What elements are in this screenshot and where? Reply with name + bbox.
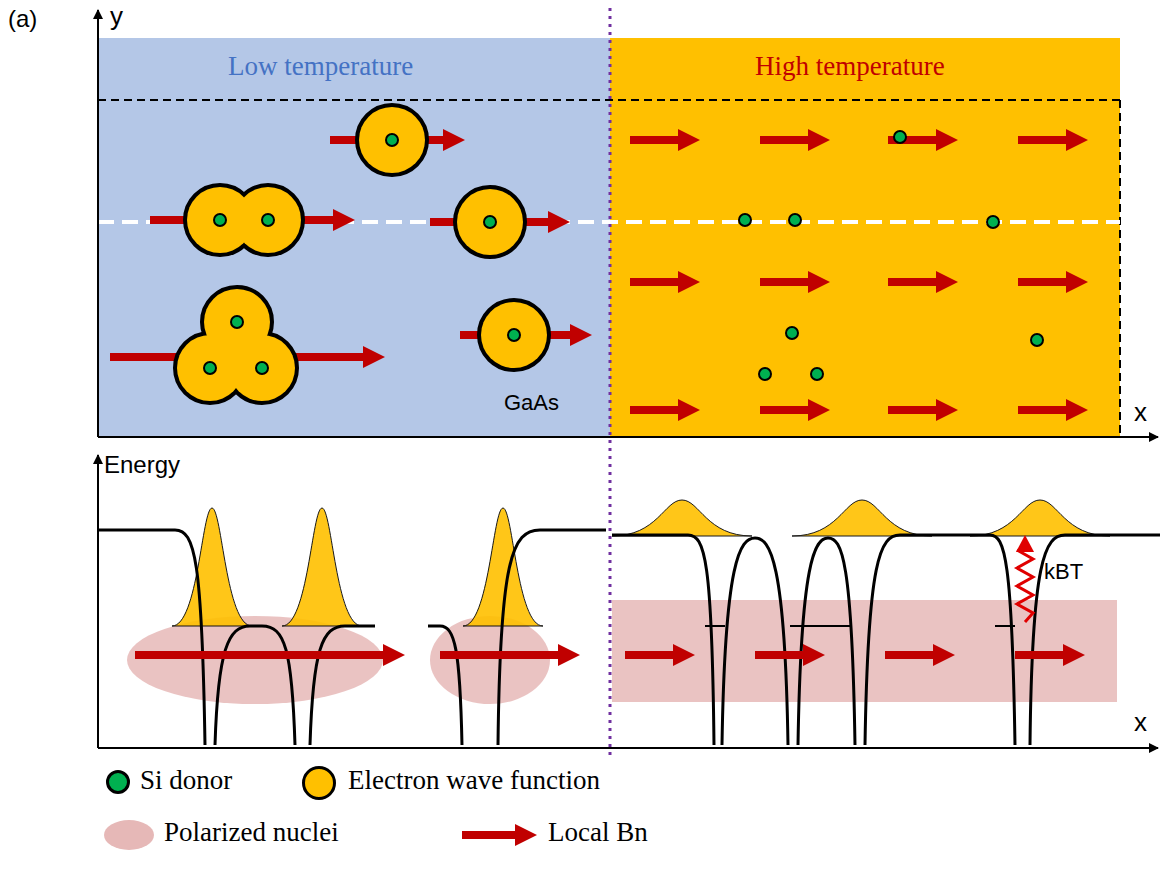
potential <box>498 530 606 745</box>
field-arrow <box>888 271 958 293</box>
wave-function <box>792 500 932 536</box>
si-donor <box>811 368 823 380</box>
boundary <box>98 99 1120 101</box>
si-donor <box>759 368 771 380</box>
wave-function <box>480 301 548 369</box>
field-arrow <box>462 824 537 846</box>
si-donor <box>508 329 520 341</box>
potential <box>798 538 855 745</box>
potential <box>612 535 714 745</box>
field-arrow <box>630 129 700 151</box>
polarized-nuclei <box>612 600 1117 702</box>
axis-label: x <box>1134 398 1147 427</box>
field-arrow <box>135 644 405 666</box>
legend-text: Local Bn <box>548 818 648 848</box>
si-donor <box>987 216 999 228</box>
si-donor <box>786 327 798 339</box>
high-temp-region: High temperature <box>610 38 1120 437</box>
panel-label: (a) <box>8 6 37 32</box>
bound-level <box>995 625 1015 627</box>
si-donor <box>789 214 801 226</box>
wave-function <box>172 508 252 626</box>
field-arrow <box>625 644 695 666</box>
wave-function <box>612 500 752 536</box>
thermal-arrow <box>1017 550 1033 622</box>
potential <box>428 626 462 745</box>
wave-function <box>456 188 524 256</box>
si-donor <box>256 362 268 374</box>
legend-text: Polarized nuclei <box>164 818 339 848</box>
si-donor <box>204 362 216 374</box>
potential <box>1030 535 1160 745</box>
potential <box>722 538 788 745</box>
field-arrow <box>885 644 955 666</box>
potential <box>98 530 205 745</box>
field-arrow <box>630 399 700 421</box>
legend-text: Electron wave function <box>348 766 600 796</box>
si-donor <box>231 316 243 328</box>
wave-function <box>176 288 296 402</box>
si-donor <box>214 214 226 226</box>
axis-label: Energy <box>104 452 180 478</box>
axis-label: y <box>110 2 123 31</box>
legend-swatch <box>302 766 336 800</box>
polarized-nuclei <box>127 616 383 704</box>
field-arrow <box>1018 399 1088 421</box>
field-arrow <box>760 271 830 293</box>
region-title: Low temperature <box>228 52 413 82</box>
wave-function <box>186 186 302 254</box>
potential <box>215 626 295 745</box>
potential <box>865 535 1015 745</box>
si-donor <box>386 134 398 146</box>
si-donor <box>1031 334 1043 346</box>
thermal-energy: kBT <box>1044 560 1083 584</box>
field-arrow <box>1018 271 1088 293</box>
field-arrow <box>888 399 958 421</box>
field-arrow <box>888 129 958 151</box>
legend-swatch <box>106 770 130 794</box>
bound-level <box>705 625 725 627</box>
si-donor <box>739 214 751 226</box>
material-label: GaAs <box>504 391 559 415</box>
region-title: High temperature <box>755 52 945 82</box>
field-arrow <box>760 399 830 421</box>
si-donor <box>894 131 906 143</box>
wave-function <box>970 500 1110 536</box>
field-arrow <box>1018 129 1088 151</box>
field-arrow <box>760 129 830 151</box>
thermal-arrow <box>1016 535 1034 552</box>
bound-level <box>790 625 852 627</box>
boundary <box>1119 100 1121 437</box>
axis-label: x <box>1134 708 1147 737</box>
potential <box>310 626 375 745</box>
field-arrow <box>755 644 825 666</box>
field-arrow <box>1015 644 1085 666</box>
field-arrow <box>630 271 700 293</box>
wave-function <box>358 106 426 174</box>
divider <box>609 8 612 755</box>
si-donor <box>262 214 274 226</box>
si-donor <box>484 216 496 228</box>
field-arrow <box>440 644 580 666</box>
wave-function <box>282 508 362 626</box>
legend-text: Si donor <box>140 766 232 796</box>
legend-swatch <box>104 820 154 850</box>
